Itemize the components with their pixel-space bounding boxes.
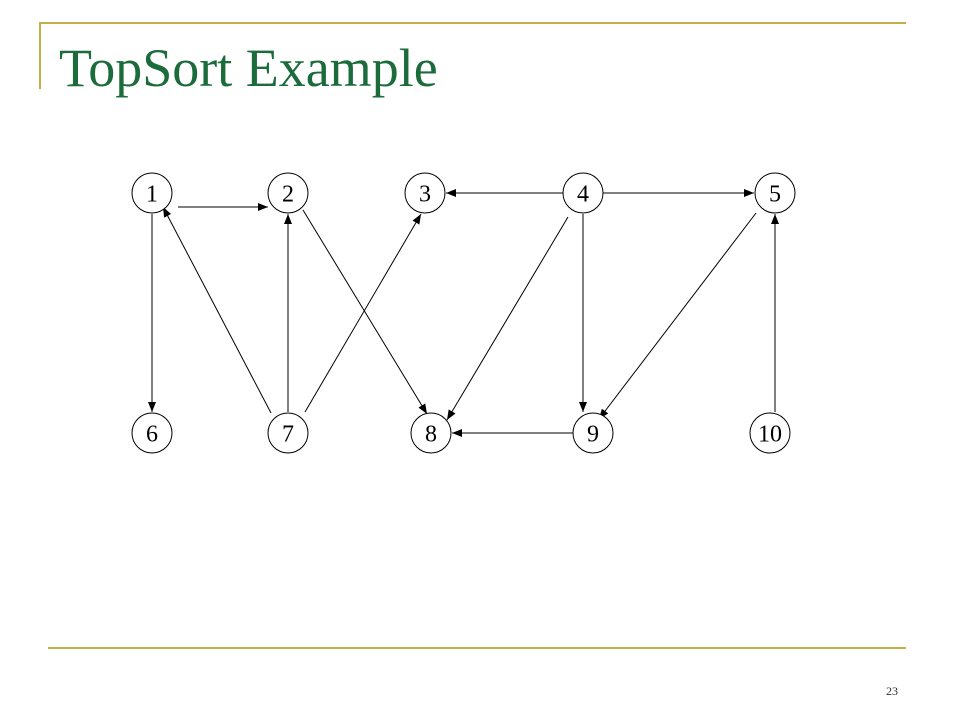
node-circle (749, 412, 791, 454)
edge-2-to-8 (302, 209, 428, 415)
node-1: 1 (131, 172, 173, 214)
edge-4-to-8 (446, 216, 569, 421)
node-3: 3 (404, 172, 446, 214)
node-6: 6 (131, 412, 173, 454)
node-circle (562, 172, 604, 214)
node-10: 10 (749, 412, 791, 454)
node-8: 8 (410, 412, 452, 454)
node-circle (404, 172, 446, 214)
node-5: 5 (754, 172, 796, 214)
node-9: 9 (572, 412, 614, 454)
edge-7-to-1 (162, 206, 272, 414)
node-circle (131, 172, 173, 214)
node-layer: 1 2 3 4 5 6 7 8 9 10 (131, 172, 796, 454)
node-2: 2 (267, 172, 309, 214)
node-circle (267, 412, 309, 454)
bottom-rule (48, 647, 906, 649)
node-label: 4 (577, 182, 589, 208)
node-label: 2 (282, 182, 294, 208)
node-circle (572, 412, 614, 454)
node-label: 1 (146, 182, 158, 208)
left-rule (39, 22, 41, 89)
slide-title: TopSort Example (59, 38, 438, 98)
edge-layer (148, 189, 779, 437)
node-circle (754, 172, 796, 214)
node-circle (410, 412, 452, 454)
edge-7-to-3 (304, 213, 422, 413)
top-rule (39, 22, 906, 24)
node-label: 3 (419, 182, 431, 208)
node-label: 5 (769, 182, 781, 208)
node-circle (267, 172, 309, 214)
node-4: 4 (562, 172, 604, 214)
page-number: 23 (886, 684, 898, 698)
node-circle (131, 412, 173, 454)
node-label: 9 (587, 422, 599, 448)
node-label: 7 (282, 422, 294, 448)
node-7: 7 (267, 412, 309, 454)
node-label: 8 (425, 422, 437, 448)
node-label: 10 (758, 422, 782, 448)
edge-5-to-9 (598, 212, 757, 420)
node-label: 6 (146, 422, 158, 448)
